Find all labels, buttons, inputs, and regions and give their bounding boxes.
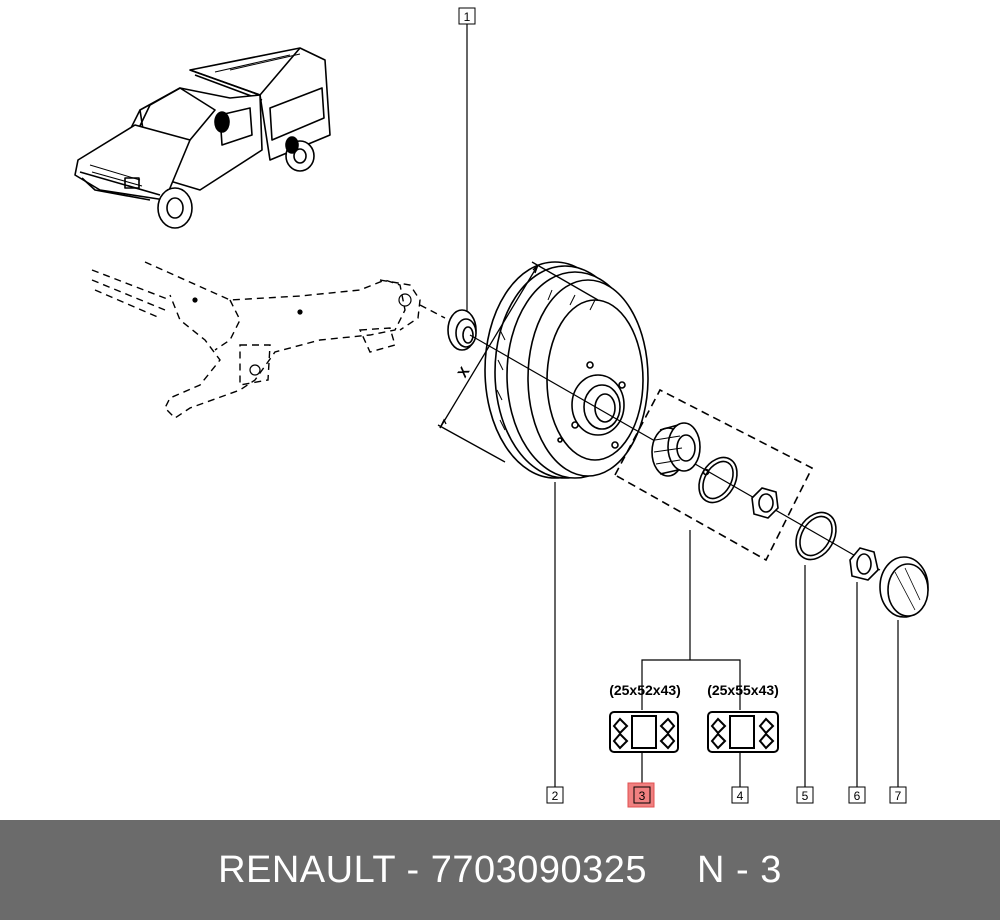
part-2-brake-drum — [484, 261, 649, 479]
callout-4[interactable]: 4 — [731, 786, 749, 804]
svg-text:4: 4 — [737, 789, 744, 803]
svg-text:2: 2 — [552, 789, 559, 803]
callout-5[interactable]: 5 — [796, 786, 814, 804]
kit-bearing — [651, 422, 701, 477]
svg-text:1: 1 — [464, 10, 471, 24]
bearing-size-left: (25x52x43) — [609, 682, 681, 698]
bearing-size-right: (25x55x43) — [707, 682, 779, 698]
bearing-kit-frame — [613, 388, 814, 562]
callout-7[interactable]: 7 — [889, 786, 907, 804]
part-6-nut — [849, 547, 879, 581]
bearing-section-right — [707, 711, 779, 753]
kit-nut — [751, 487, 779, 519]
kit-circlip — [698, 456, 738, 504]
callout-2[interactable]: 2 — [546, 786, 564, 804]
part-number-footer: RENAULT - 7703090325 N - 3 — [0, 820, 1000, 920]
svg-text:6: 6 — [854, 789, 861, 803]
leader-lines — [466, 24, 899, 787]
axle-details — [192, 293, 412, 376]
part-5-circlip — [795, 511, 837, 561]
svg-text:5: 5 — [802, 789, 809, 803]
rear-axle-outline — [91, 261, 446, 419]
callout-1[interactable]: 1 — [458, 7, 476, 25]
callout-6[interactable]: 6 — [848, 786, 866, 804]
svg-text:3: 3 — [639, 789, 646, 803]
svg-text:7: 7 — [895, 789, 902, 803]
part-7-hub-cap — [879, 556, 929, 618]
van-illustration — [74, 47, 331, 229]
bearing-section-left — [609, 711, 679, 753]
callout-3-highlighted[interactable]: 3 — [627, 782, 655, 808]
part-1-seal — [447, 309, 477, 351]
part-number-text: RENAULT - 7703090325 — [218, 848, 648, 891]
exploded-parts-diagram: X — [74, 7, 929, 808]
diagram-reference-text: N - 3 — [697, 848, 782, 891]
